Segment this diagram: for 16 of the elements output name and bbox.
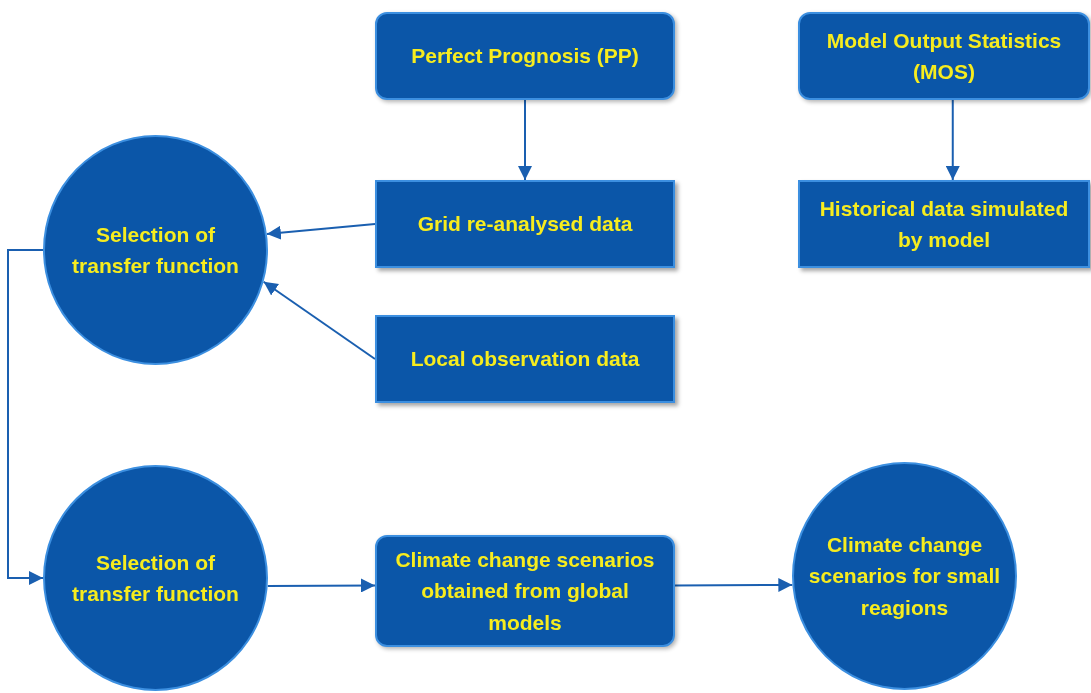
- process-box: Perfect Prognosis (PP): [375, 12, 675, 100]
- arrow: [7, 249, 44, 585]
- result-circle: Climate change scenarios for small reagions: [792, 462, 1017, 690]
- data-box: Local observation data: [375, 315, 675, 403]
- arrow: [945, 99, 960, 181]
- process-circle: Selection of transfer function: [43, 465, 268, 691]
- process-box: Climate change scenarios obtained from global models: [375, 535, 675, 647]
- arrow: [266, 578, 376, 593]
- process-box: Model Output Statistics (MOS): [798, 12, 1090, 100]
- arrow: [518, 99, 532, 181]
- arrow: [674, 578, 794, 592]
- arrow: [265, 223, 376, 240]
- data-box: Grid re-analysed data: [375, 180, 675, 268]
- data-box: Historical data simulated by model: [798, 180, 1090, 268]
- process-circle: Selection of transfer function: [43, 135, 268, 365]
- arrow: [262, 280, 376, 360]
